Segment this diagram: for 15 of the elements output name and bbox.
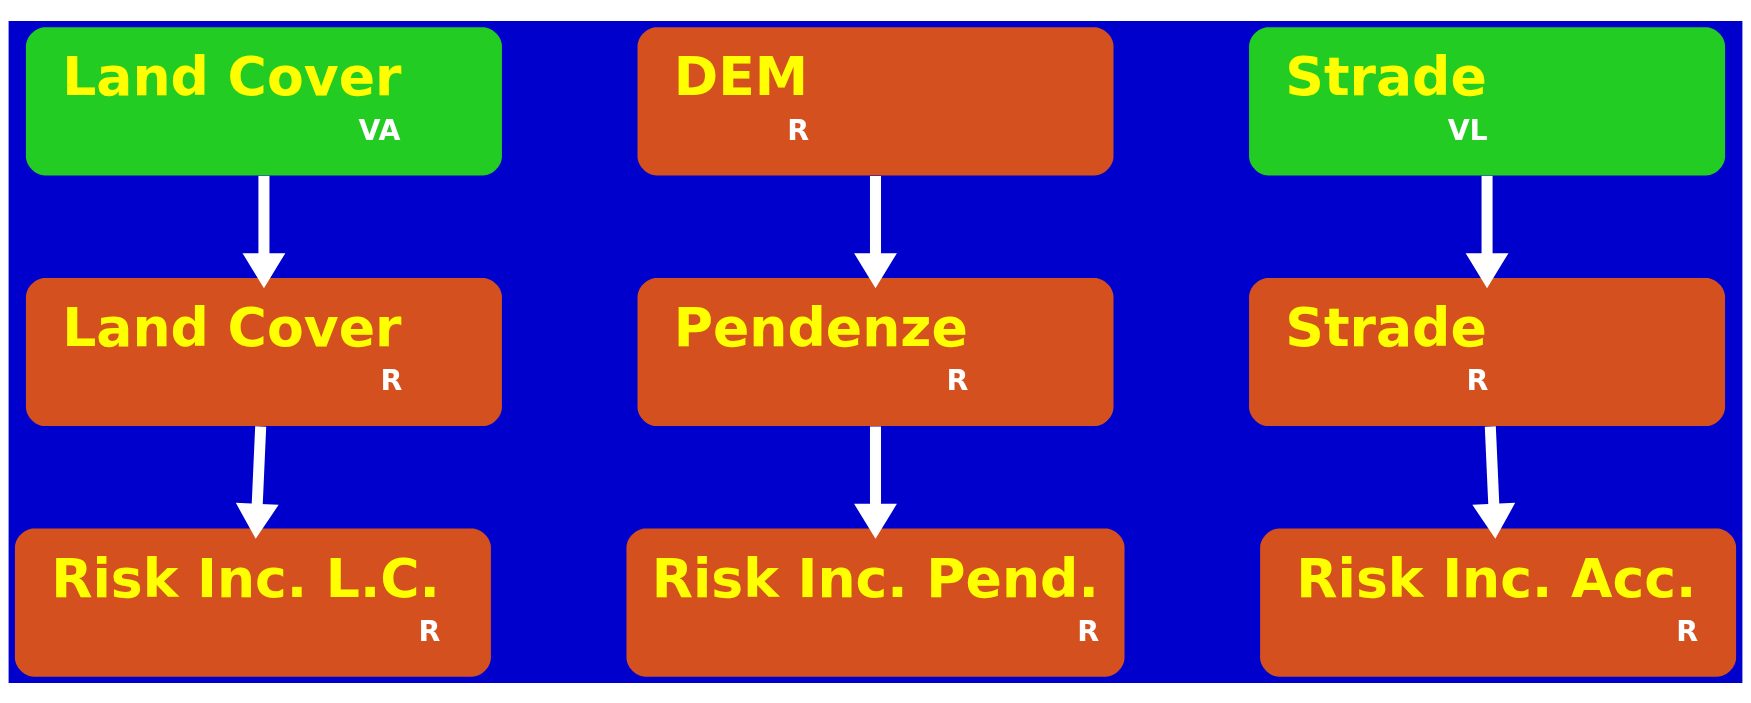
node-box: DEM R <box>637 26 1114 175</box>
arrow <box>854 426 897 539</box>
arrow <box>1472 425 1516 539</box>
node-box: Land Cover VA <box>25 26 502 175</box>
node-box: Risk Inc. Acc. R <box>1260 528 1737 677</box>
arrow <box>242 175 286 288</box>
arrow <box>235 425 279 539</box>
node-box: Land Cover R <box>25 277 502 426</box>
arrow <box>854 175 897 288</box>
node-box: Pendenze R <box>637 277 1114 426</box>
arrow <box>1465 175 1509 288</box>
node-box: Strade VL <box>1249 26 1726 175</box>
node-box: Strade R <box>1249 277 1726 426</box>
node-box: Risk Inc. L.C. R <box>14 528 491 677</box>
node-box: Risk Inc. Pend. R <box>626 528 1125 677</box>
